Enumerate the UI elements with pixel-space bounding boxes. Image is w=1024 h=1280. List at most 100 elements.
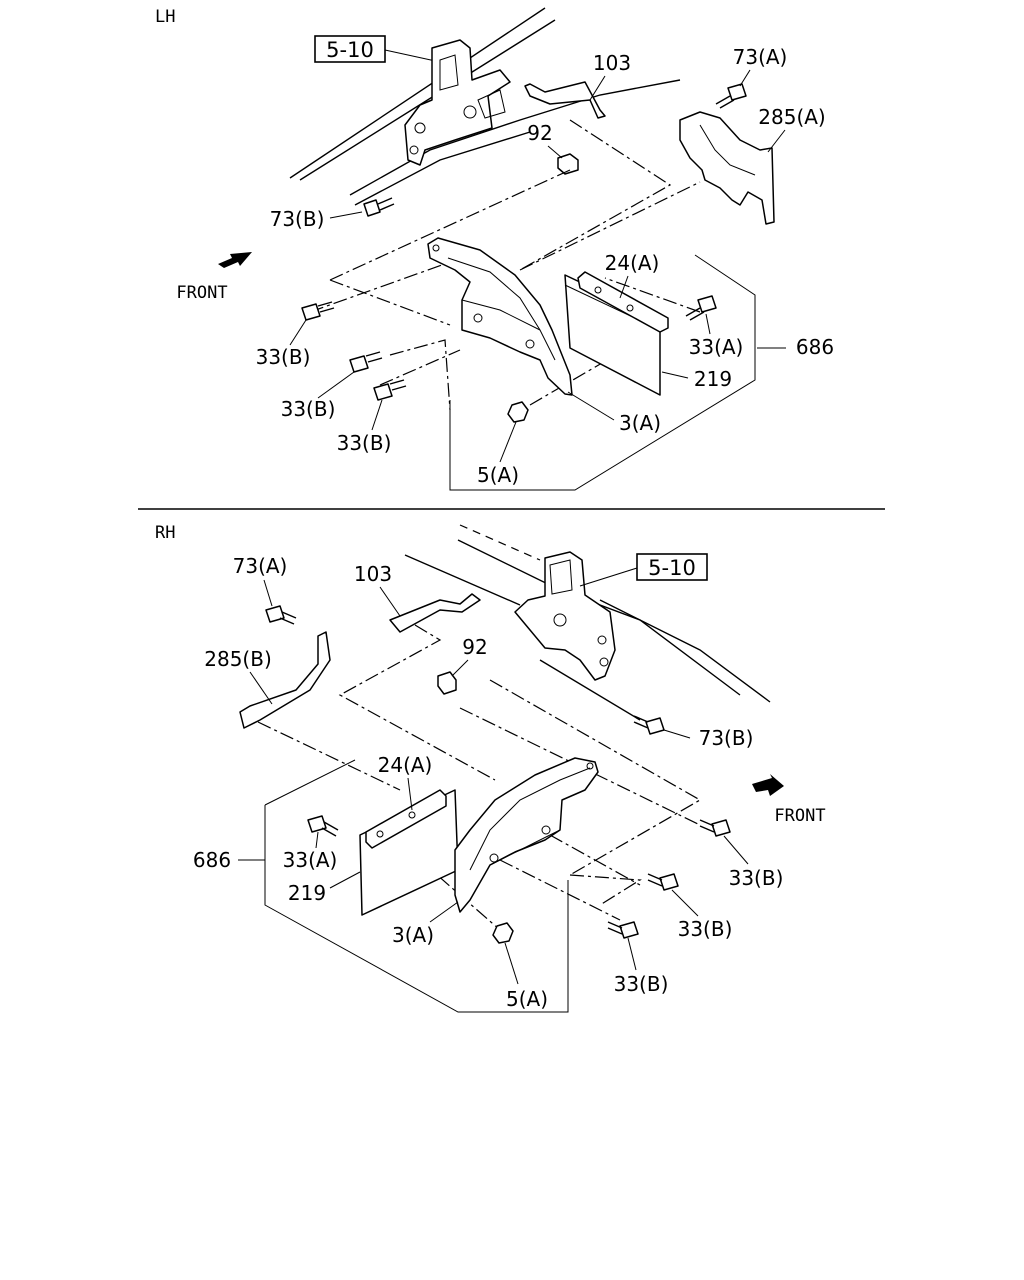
label-285a: 285(A)	[758, 105, 825, 129]
leader-line	[739, 69, 751, 87]
label-5a: 5(A)	[477, 463, 519, 487]
leader-line	[263, 579, 273, 607]
frame-bracket-part	[514, 551, 616, 681]
label-33b-1-rh: 33(B)	[729, 866, 784, 890]
frame-rail-line	[349, 79, 681, 196]
leader-line	[663, 729, 691, 739]
label-92-rh: 92	[462, 635, 487, 659]
leader-line	[619, 275, 629, 299]
leader-line	[249, 671, 273, 705]
leader-line	[407, 777, 413, 811]
bolt-33a	[685, 295, 717, 321]
label-285b: 285(B)	[204, 647, 272, 671]
label-103: 103	[593, 51, 631, 75]
label-33b-2-rh: 33(B)	[678, 917, 733, 941]
guide-line	[329, 169, 571, 281]
front-arrow-icon	[752, 774, 784, 796]
guide-line	[604, 277, 701, 313]
guide-line	[569, 874, 642, 906]
hole	[376, 830, 384, 838]
label-73b: 73(B)	[270, 207, 325, 231]
frame-rail-line	[289, 7, 546, 179]
bracket-285a	[679, 111, 775, 225]
hole	[594, 286, 602, 294]
label-73b-rh: 73(B)	[699, 726, 754, 750]
assembly-outline-686	[264, 805, 569, 1013]
nut-5a	[492, 922, 514, 944]
front-arrow-icon	[218, 252, 252, 268]
assembly-outline-686	[449, 254, 756, 491]
bracket-24a	[577, 271, 669, 333]
leader-line	[315, 831, 319, 849]
label-33b-3-rh: 33(B)	[614, 972, 669, 996]
leader-line	[384, 49, 441, 63]
label-3a: 3(A)	[619, 411, 661, 435]
leader-line	[504, 942, 519, 985]
frame-rail-line	[354, 131, 531, 206]
label-24a-rh: 24(A)	[378, 753, 433, 777]
label-73a: 73(A)	[733, 45, 788, 69]
bracket-24a	[365, 789, 447, 849]
guide-line	[338, 624, 496, 781]
leader-line	[289, 319, 307, 346]
bolt-73a	[715, 83, 747, 109]
guide-line	[329, 279, 451, 326]
mudguard-3a	[454, 757, 599, 913]
guide-line	[489, 679, 702, 876]
frame-bracket-part	[404, 39, 511, 166]
frame-rail-line	[299, 19, 556, 181]
label-73a-rh: 73(A)	[233, 554, 288, 578]
reference-box[interactable]	[314, 35, 386, 63]
label-24a: 24(A)	[605, 251, 660, 275]
label-103-rh: 103	[354, 562, 392, 586]
label-33b-1: 33(B)	[256, 345, 311, 369]
label-33b-3: 33(B)	[337, 431, 392, 455]
leader-line	[329, 211, 363, 219]
bolt-33b	[349, 351, 383, 373]
label-219-rh: 219	[288, 881, 326, 905]
bracket-detail	[699, 124, 756, 176]
leader-line	[579, 567, 638, 587]
clip-92	[437, 671, 457, 695]
guide-line	[389, 339, 451, 411]
assembly-outline-686	[264, 759, 356, 806]
label-686: 686	[796, 335, 834, 359]
leader-line	[379, 586, 401, 617]
guide-line	[529, 334, 651, 406]
leader-line	[661, 371, 689, 379]
bracket-103	[524, 81, 606, 119]
bracket-285b	[239, 631, 331, 729]
guide-line	[309, 254, 471, 313]
guide-line	[499, 859, 621, 921]
guide-line	[379, 349, 461, 386]
bracket-103	[389, 593, 481, 633]
bolt-73b	[363, 197, 395, 217]
leader-line	[451, 659, 469, 677]
frame-rail-line	[599, 599, 771, 703]
label-686-rh: 686	[193, 848, 231, 872]
frame-rail-line	[539, 659, 641, 721]
leader-line	[317, 371, 355, 399]
leader-line	[547, 145, 563, 159]
leader-line	[567, 391, 615, 421]
bolt-33a	[307, 815, 339, 837]
reference-box-label: 5-10	[326, 38, 374, 62]
label-33b-2: 33(B)	[281, 397, 336, 421]
hole	[626, 304, 634, 312]
guide-line	[519, 181, 701, 271]
frame-rail-line	[459, 524, 541, 561]
label-5a-rh: 5(A)	[506, 987, 548, 1011]
leader-line	[723, 835, 749, 865]
bolt-73a	[265, 605, 297, 625]
leader-line	[499, 421, 517, 463]
guide-line	[257, 721, 401, 791]
label-33a: 33(A)	[689, 335, 744, 359]
section-label-rh: RH	[155, 523, 175, 543]
guide-line	[519, 119, 672, 271]
leader-line	[671, 889, 699, 917]
clip-92	[557, 153, 579, 175]
reference-box[interactable]	[636, 553, 708, 581]
leader-line	[329, 871, 361, 889]
bolt-33b	[647, 873, 679, 891]
label-92: 92	[527, 121, 552, 145]
